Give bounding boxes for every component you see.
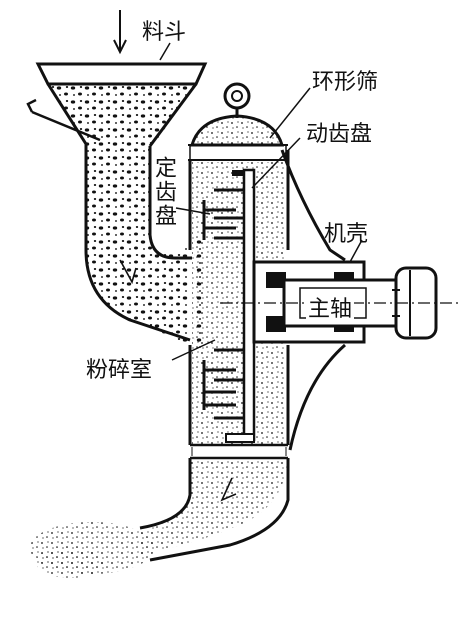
hopper xyxy=(26,62,208,150)
moving-disc-teeth xyxy=(214,188,244,420)
powder-spray xyxy=(30,522,154,578)
lifting-eye xyxy=(223,82,251,118)
casing xyxy=(188,149,346,451)
leader-lines xyxy=(159,42,363,361)
fixed-disc-teeth xyxy=(202,200,236,410)
feed-chute xyxy=(84,144,192,345)
label-casing: 机壳 xyxy=(324,222,369,247)
label-crushing-chamber: 粉碎室 xyxy=(86,358,153,383)
label-main-shaft: 主轴 xyxy=(306,291,355,323)
label-hopper: 料斗 xyxy=(142,20,187,45)
ring-screen xyxy=(190,443,288,460)
label-moving-disc: 动齿盘 xyxy=(306,122,373,147)
discharge-outlet xyxy=(139,458,290,562)
label-fixed-disc: 定齿盘 xyxy=(151,156,176,228)
label-ring-screen: 环形筛 xyxy=(312,70,379,95)
casing-dome xyxy=(188,114,288,161)
feed-arrow xyxy=(113,10,127,55)
